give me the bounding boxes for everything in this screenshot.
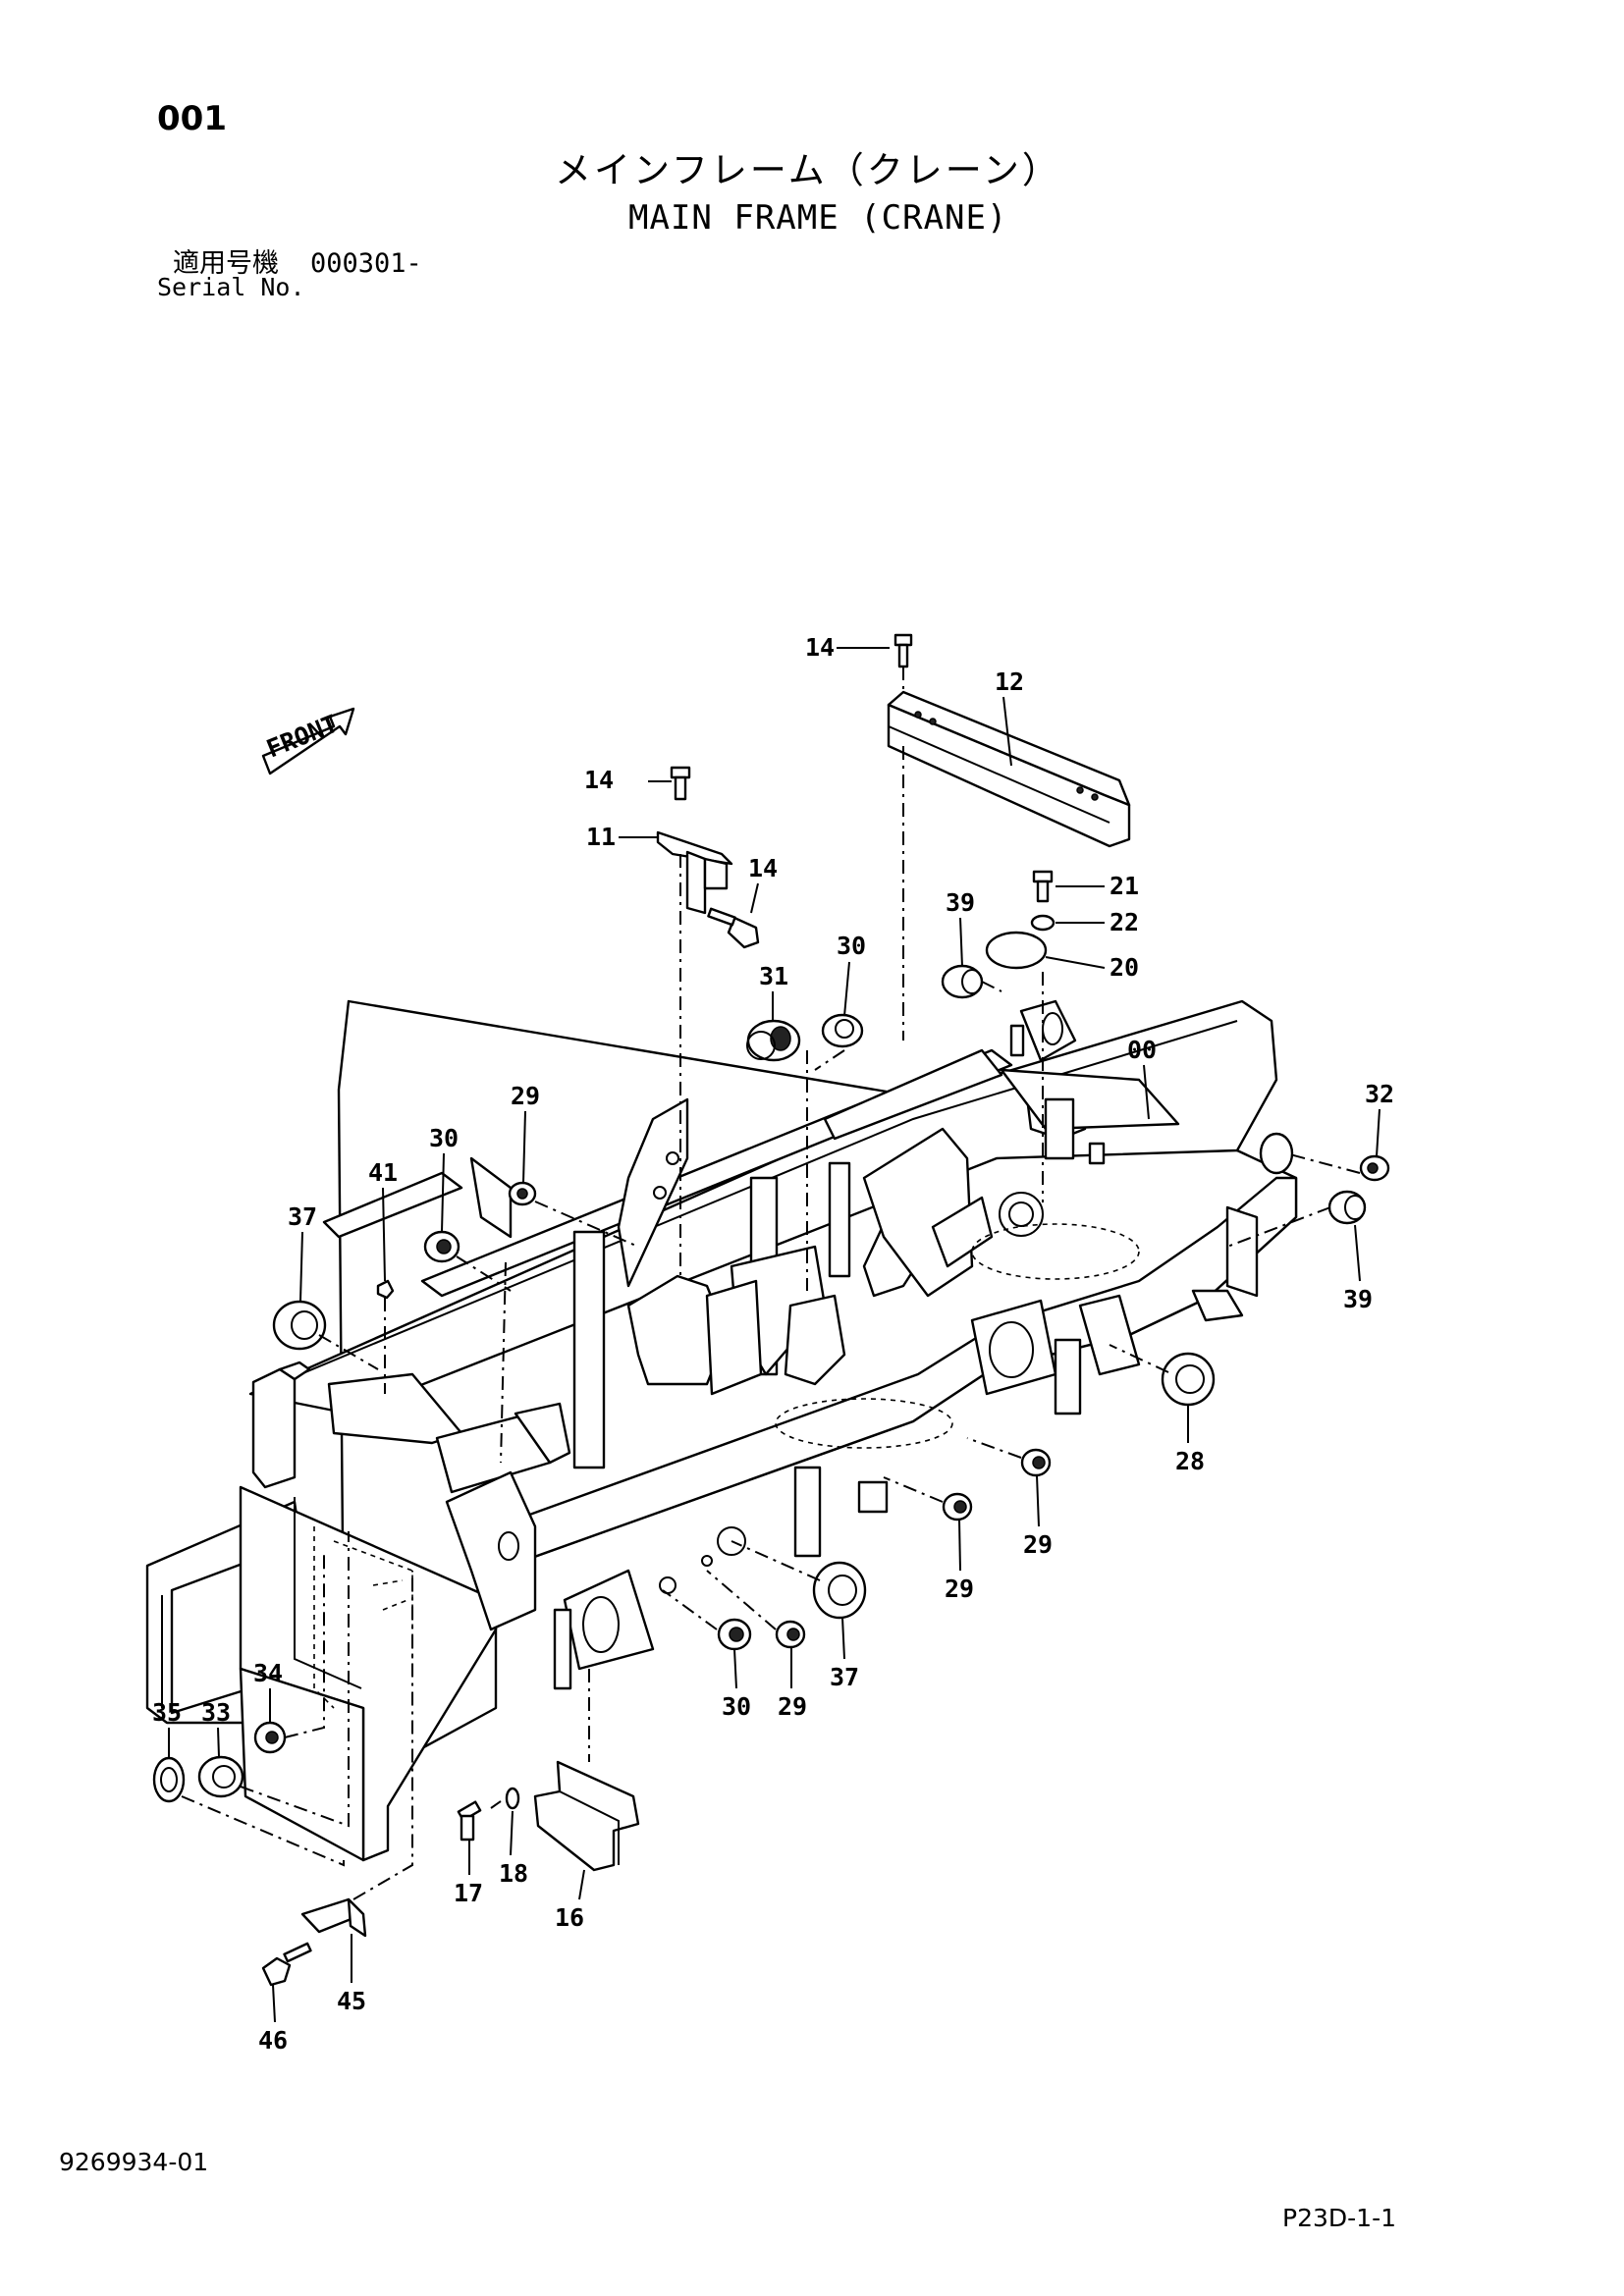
part-45-bracket: [300, 1897, 367, 1938]
callout-41: 41: [368, 1158, 398, 1187]
callout-22: 22: [1110, 908, 1139, 936]
part-28-grommet: [1161, 1352, 1216, 1407]
part-29-plug-bottom: [775, 1620, 806, 1649]
part-29-plug-upper: [508, 1181, 537, 1206]
leader-lines: [168, 647, 1380, 2023]
part-22-washer: [1030, 914, 1056, 932]
part-30-grommet-left: [423, 1230, 460, 1263]
part-39-plug-top: [941, 964, 984, 999]
callout-46: 46: [258, 2026, 288, 2055]
callout-30-left: 30: [429, 1124, 459, 1152]
callout-14-side: 14: [748, 854, 778, 882]
callout-28: 28: [1175, 1447, 1205, 1475]
callout-30-bottom: 30: [722, 1692, 751, 1721]
page-number: 001: [157, 99, 227, 138]
serial-label-japanese: 適用号機: [173, 248, 279, 279]
serial-range: 000301-: [310, 248, 422, 279]
callout-labels: 14 12 14 11 14 21 22 20 39 30 31 00 29 3…: [152, 633, 1394, 2055]
callout-34: 34: [253, 1659, 283, 1687]
front-arrow-icon: FRONT: [261, 707, 355, 775]
part-33-grommet: [197, 1755, 244, 1798]
callout-29-bottom: 29: [778, 1692, 807, 1721]
part-20-plate: [985, 931, 1048, 970]
callout-00: 00: [1127, 1036, 1157, 1064]
callout-21: 21: [1110, 872, 1139, 900]
serial-label-english: Serial No.: [157, 273, 305, 301]
callout-17: 17: [454, 1879, 483, 1907]
callout-39-top: 39: [946, 888, 975, 917]
part-29-plug-right-a: [1020, 1448, 1052, 1477]
callout-29-upper: 29: [511, 1082, 540, 1110]
document-number: 9269934-01: [59, 2148, 209, 2176]
part-32-plug: [1359, 1154, 1390, 1182]
assembly-lines: [181, 746, 1361, 1900]
callout-20: 20: [1110, 953, 1139, 982]
part-21-bolt: [1032, 870, 1054, 903]
callout-29-right-b: 29: [945, 1575, 974, 1603]
part-11-bracket: [656, 766, 733, 915]
part-29-plug-right-b: [942, 1492, 973, 1522]
part-39-plug-right: [1327, 1190, 1367, 1225]
callout-11: 11: [586, 823, 616, 851]
callout-12: 12: [995, 667, 1024, 696]
part-30-grommet-top: [821, 1013, 864, 1048]
callout-30-top: 30: [837, 932, 866, 960]
sheet-number: P23D-1-1: [1282, 2204, 1396, 2232]
callout-29-right-a: 29: [1023, 1530, 1053, 1559]
callout-39-right: 39: [1343, 1285, 1373, 1313]
callout-35: 35: [152, 1698, 182, 1727]
callout-14-top: 14: [805, 633, 835, 662]
main-frame-body: [145, 999, 1298, 1862]
callout-37-bottom: 37: [830, 1663, 859, 1691]
title-english: MAIN FRAME (CRANE): [628, 198, 1008, 238]
part-34-grommet: [253, 1721, 287, 1754]
callout-32: 32: [1365, 1080, 1394, 1108]
part-30-grommet-bottom: [717, 1618, 752, 1651]
part-35-grommet: [152, 1756, 186, 1803]
part-37-grommet-bottom: [812, 1561, 867, 1620]
part-18-washer: [505, 1787, 520, 1810]
part-16-cover-plate: [533, 1760, 640, 1872]
front-arrow-label: FRONT: [262, 709, 342, 763]
callout-14-bracket: 14: [584, 766, 614, 794]
part-41-nut: [376, 1279, 395, 1300]
title-japanese: メインフレーム（クレーン）: [555, 149, 1061, 191]
part-31-grommet: [746, 1019, 801, 1062]
part-37-grommet-left: [272, 1300, 327, 1351]
callout-33: 33: [201, 1698, 231, 1727]
part-12-upper-beam: [887, 690, 1131, 848]
callout-31: 31: [759, 962, 788, 990]
part-14-bolt-side: [707, 907, 760, 949]
part-14-bolt-top: [893, 633, 913, 692]
callout-18: 18: [499, 1859, 528, 1888]
callout-37-left: 37: [288, 1202, 317, 1231]
part-17-bolt: [457, 1800, 482, 1842]
callout-45: 45: [337, 1987, 366, 2015]
callout-16: 16: [555, 1903, 584, 1932]
part-46-bolt: [261, 1942, 312, 1987]
